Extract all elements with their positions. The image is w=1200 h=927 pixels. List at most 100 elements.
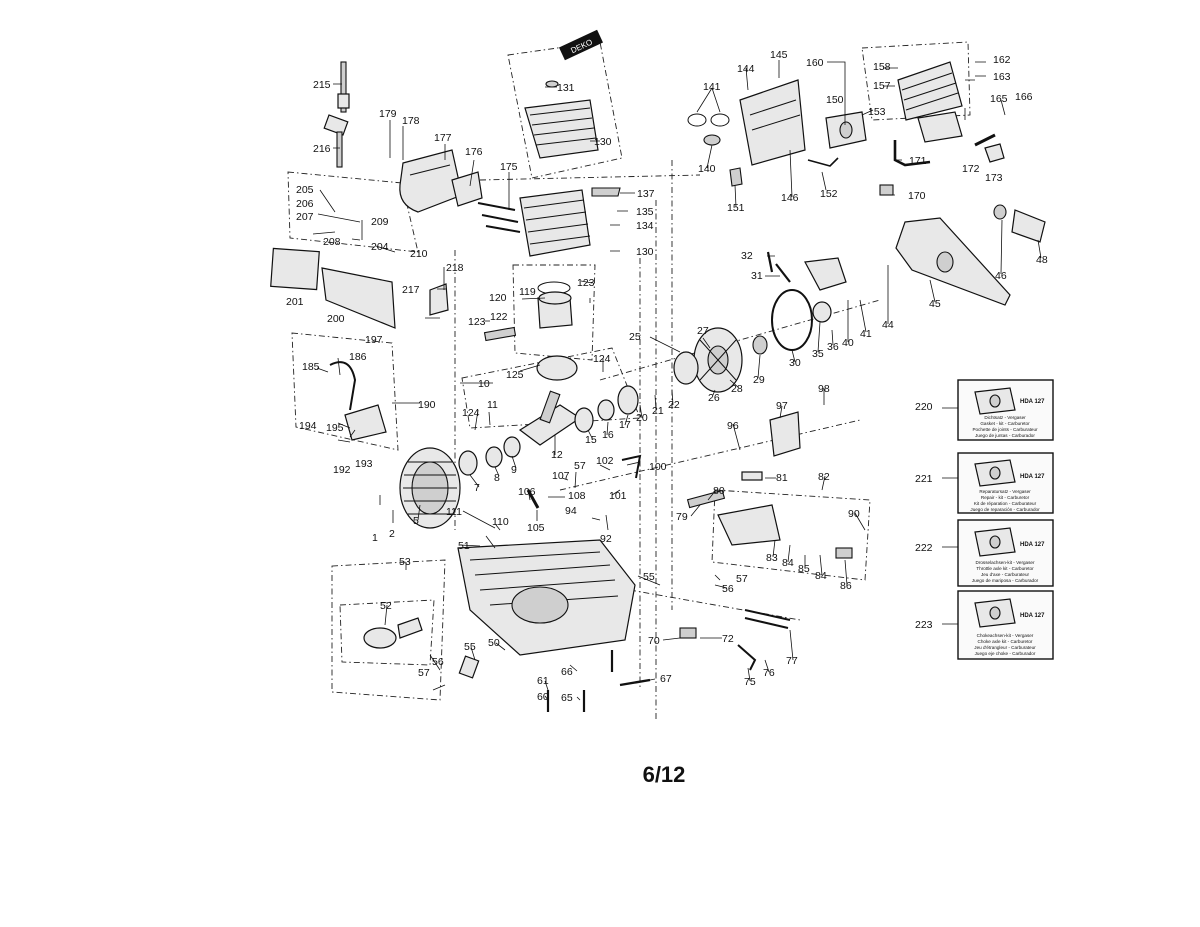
callout-144: 144 [737,63,755,75]
callout-217: 217 [402,284,420,296]
callout-84-left: 84 [782,557,794,569]
callout-152: 152 [820,188,838,200]
callout-175: 175 [500,161,518,173]
callout-8: 8 [494,472,500,484]
callout-145: 145 [770,49,788,61]
callout-28: 28 [731,383,743,395]
callout-22: 22 [668,399,680,411]
callout-52: 52 [380,600,392,612]
o-rings-141b-drawing [710,113,730,127]
callout-160: 160 [806,57,824,69]
cylinder-bolts-drawing [477,202,521,233]
callout-46: 46 [995,270,1007,282]
switch-70-drawing [679,627,697,639]
clutch-drum-17-drawing [617,385,639,415]
callout-178: 178 [402,115,420,127]
page-number: 6/12 [642,762,686,787]
callout-177: 177 [434,132,452,144]
brake-band-drawing [771,289,813,351]
crankshaft-drawing [518,390,582,446]
kit-text-line: Chokeachsen-kit - Vergaser [977,633,1034,638]
wire-77-drawing [744,609,791,629]
callout-151: 151 [727,202,745,214]
kit-text-line: Repair - kit - Carburetor [981,495,1030,500]
callout-186: 186 [349,351,367,363]
callout-110: 110 [492,516,509,528]
carburetor-kit-222: HDA 127 Drosselachsen-kit - Vergaser Thr… [957,519,1054,587]
callout-98: 98 [818,383,830,395]
spark-plug-wrench-drawing [323,114,349,168]
kit-text-line: Throttle axle kit - Carburetor [976,566,1034,571]
callout-97: 97 [776,400,788,412]
callout-170: 170 [908,190,926,202]
nut-170-drawing [879,184,894,196]
callout-124-top: 124 [593,353,611,365]
callout-27: 27 [697,325,709,337]
sprocket-drawing [752,335,768,355]
kit-text-line: Dichtsatz - Vergaser [984,415,1026,420]
callout-185: 185 [302,361,320,373]
callout-61: 61 [537,675,549,687]
callout-96: 96 [727,420,739,432]
cover-plate-48-drawing [1011,209,1046,243]
cylinder-deko-drawing [524,29,603,159]
ignition-module-drawing [329,361,387,441]
o-rings-141-drawing [687,113,707,127]
allen-key-drawing [893,140,931,167]
callout-119: 119 [519,286,536,298]
callout-51: 51 [458,540,470,552]
bracket-152-drawing [807,157,839,167]
callout-5: 5 [413,515,419,527]
callout-35: 35 [812,348,824,360]
callout-29: 29 [753,374,765,386]
callout-72: 72 [722,633,734,645]
callout-171: 171 [909,155,927,167]
grommet-140-drawing [703,134,721,146]
callout-192: 192 [333,464,351,476]
callout-100: 100 [649,461,667,473]
callout-193: 193 [355,458,373,470]
callout-12: 12 [551,449,563,461]
throttle-bracket-drawing [769,411,801,457]
callout-79: 79 [676,511,688,523]
callout-163: 163 [993,71,1011,83]
guide-bar-drawing [321,267,396,329]
callout-70: 70 [648,635,660,647]
callout-141: 141 [703,81,721,93]
callout-1: 1 [372,532,378,544]
callout-53: 53 [399,556,411,568]
callout-207: 207 [296,211,314,223]
callout-81: 81 [776,472,788,484]
callout-162: 162 [993,54,1011,66]
callout-197: 197 [365,334,383,346]
kit-text-line: Jeu d'étrangleur - Carburateur [974,645,1036,650]
kit-text-line: Pochette de joints - Carburateur [972,427,1038,432]
callout-57-bottom: 57 [418,667,430,679]
clip-151-drawing [729,167,743,187]
spring-106-drawing [526,489,540,509]
kit-text-line: Gasket - kit - Carburetor [980,421,1030,426]
callout-9: 9 [511,464,517,476]
bearing-16-drawing [597,399,615,421]
screwdriver-tool-drawing [337,61,350,113]
kit-text-line: Jeu d'axe - Carburateur [981,572,1030,577]
callout-137: 137 [637,188,655,200]
kit-text-line: Choke axle kit - Carburetor [978,639,1033,644]
callout-195: 195 [326,422,344,434]
piston-pin-drawing [483,326,517,342]
callout-111: 111 [446,506,462,518]
throttle-part-81-drawing [741,471,763,481]
callout-179: 179 [379,108,397,120]
callout-140: 140 [698,163,716,175]
brake-lever-drawing [804,257,847,291]
callout-122: 122 [490,311,508,323]
filter-holder-drawing [451,171,483,207]
callout-83: 83 [766,552,778,564]
callout-80: 80 [713,485,725,497]
callout-65: 65 [561,692,573,704]
callout-201: 201 [286,296,304,308]
assembly-boundaries [287,41,971,720]
air-filter-drawing [399,149,463,213]
lever-75-drawing [737,644,757,671]
